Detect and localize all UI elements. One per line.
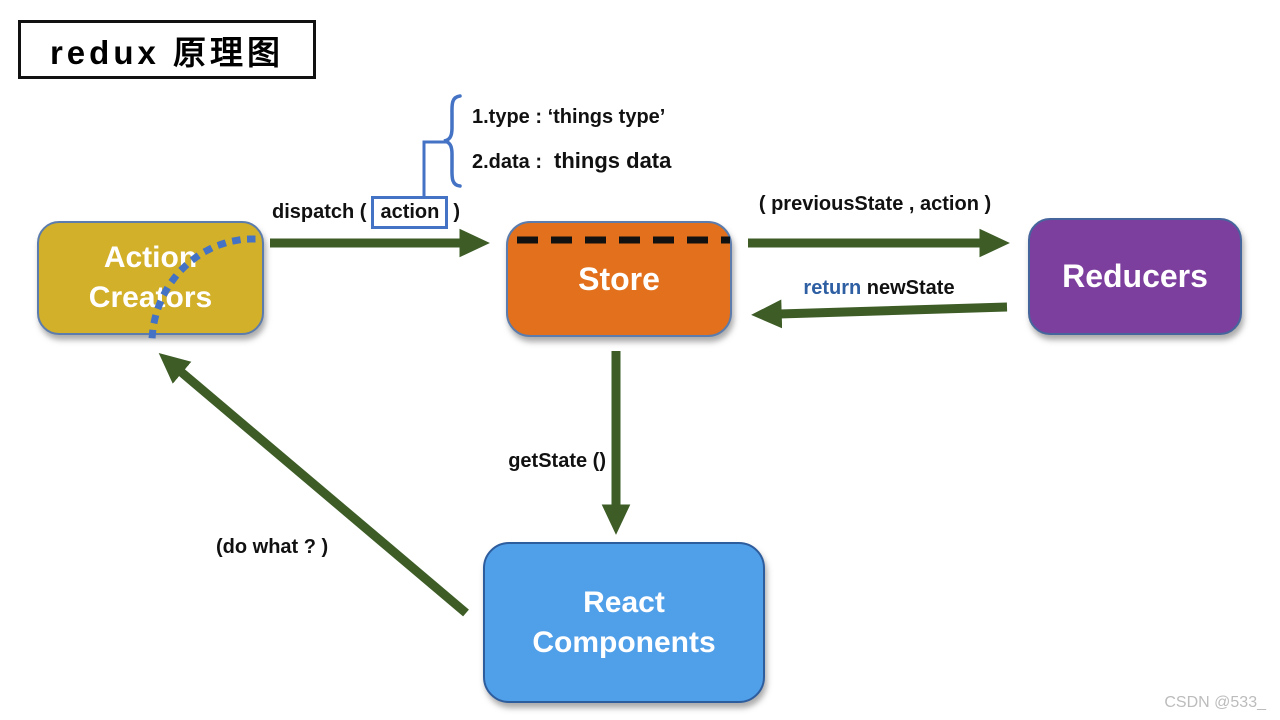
action-annotation-line1: 1.type : ‘things type’ <box>472 106 666 128</box>
node-reducers-label: Reducers <box>1062 258 1208 295</box>
previous-state-label: ( previousState , action ) <box>758 193 992 215</box>
diagram-title: redux 原理图 <box>49 33 285 71</box>
dispatch-label-prefix: dispatch ( <box>272 201 367 223</box>
return-value: newState <box>866 277 955 299</box>
annotation-brace <box>443 94 462 188</box>
diagram-title-box: redux 原理图 <box>18 20 316 79</box>
action-chip-connector <box>422 140 446 196</box>
do-what-arrow <box>158 352 469 617</box>
node-action-creators-label: Action Creators <box>88 241 213 314</box>
annotation-line2-prefix: 2.data : <box>472 151 543 173</box>
node-reducers: Reducers <box>1028 218 1242 335</box>
node-react-components-label: React Components <box>532 585 716 659</box>
return-newstate-arrow <box>751 299 1008 329</box>
return-keyword: return <box>803 277 862 299</box>
action-chip: action <box>371 196 449 229</box>
return-newstate-label: return newState <box>750 277 1008 300</box>
dispatch-label: dispatch ( action ) <box>272 196 460 229</box>
node-store: Store <box>506 221 732 337</box>
annotation-line2-value: things data <box>554 148 672 173</box>
watermark: CSDN @533_ <box>1164 694 1266 711</box>
get-state-label: getState () <box>508 450 606 472</box>
do-what-label: (do what ? ) <box>216 536 329 558</box>
node-react-components: React Components <box>483 542 765 703</box>
action-annotation-line2: 2.data : things data <box>472 148 671 174</box>
node-action-creators: Action Creators <box>37 221 264 335</box>
dispatch-label-suffix: ) <box>453 201 461 223</box>
node-store-label: Store <box>578 260 660 297</box>
